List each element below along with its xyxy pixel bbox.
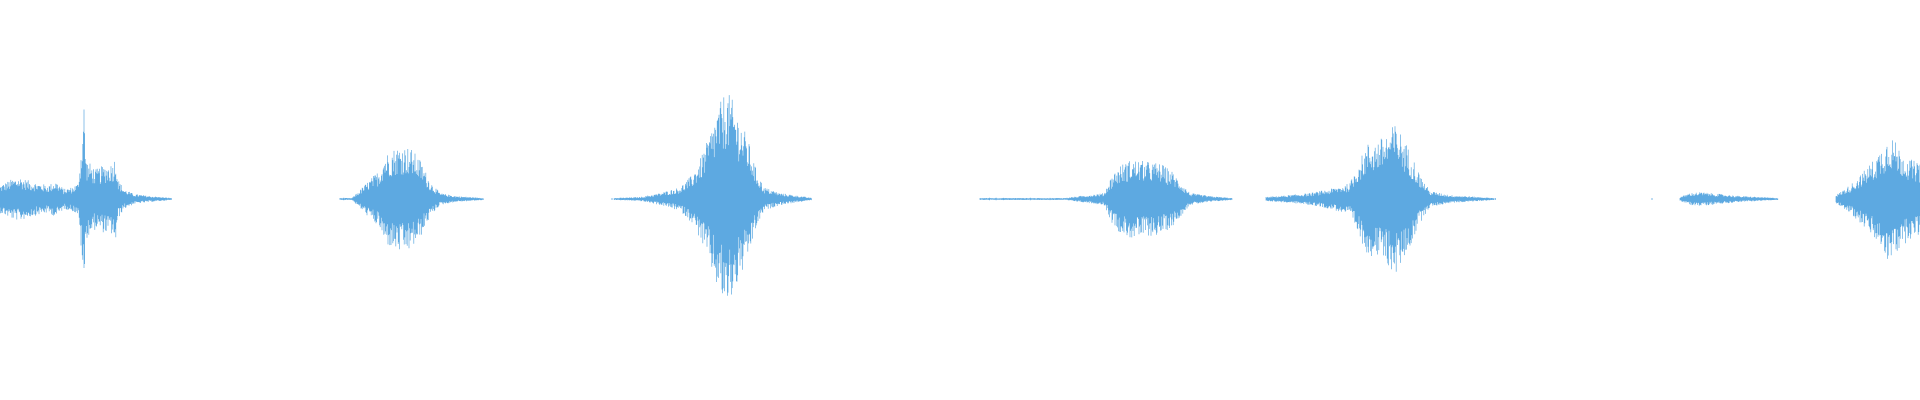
waveform-clip-1 [0, 109, 172, 268]
waveform-clip-4 [979, 161, 1233, 238]
waveform-noise-1 [339, 197, 345, 201]
waveform-clip-3 [613, 95, 812, 296]
waveform-clip-6 [1679, 192, 1779, 206]
waveform-noise-4 [1491, 198, 1496, 200]
waveform-clips [0, 95, 1920, 296]
waveform-clip-6-samples [1679, 192, 1779, 206]
waveform-clip-5-samples [1265, 126, 1495, 272]
waveform-clip-5 [1265, 126, 1495, 272]
waveform-clip-1-samples [0, 109, 172, 268]
waveform-noise-3 [979, 197, 1058, 201]
waveform-clip-4-samples [979, 161, 1233, 238]
waveform-clip-7 [1835, 140, 1920, 259]
waveform-clip-7-samples [1835, 140, 1920, 259]
waveform-clip-3-samples [613, 95, 812, 296]
waveform-clip-2 [339, 149, 484, 250]
waveform-clip-2-samples [339, 149, 484, 250]
